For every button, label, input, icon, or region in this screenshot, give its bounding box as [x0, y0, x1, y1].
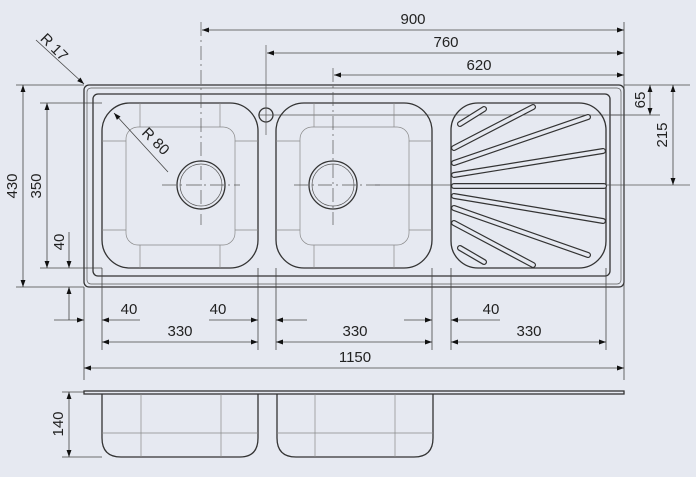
label-620: 620: [466, 57, 491, 74]
label-r80: R 80: [138, 124, 172, 158]
label-40-vertical: 40: [51, 234, 68, 251]
label-330-a: 330: [167, 323, 192, 340]
label-430: 430: [4, 173, 21, 198]
label-r17: R 17: [37, 30, 71, 64]
label-330-b: 330: [342, 323, 367, 340]
label-40-a: 40: [121, 301, 138, 318]
drainer-board: [450, 102, 607, 269]
dimension-lines: [20, 27, 676, 458]
left-bowl: [101, 22, 259, 269]
label-140: 140: [50, 411, 67, 436]
label-760: 760: [433, 34, 458, 51]
label-330-c: 330: [516, 323, 541, 340]
dimension-labels: R 17 R 80 900 760 620 430 350 40 65 215 …: [4, 11, 671, 437]
sink-plan-view: [83, 22, 690, 288]
sink-side-section: [83, 390, 625, 458]
label-40-b: 40: [210, 301, 227, 318]
label-350: 350: [28, 173, 45, 198]
right-bowl: [275, 68, 433, 269]
drain-icon: [308, 160, 358, 210]
label-1150: 1150: [339, 349, 371, 366]
label-215: 215: [654, 122, 671, 147]
extension-lines: [16, 22, 690, 380]
label-65: 65: [632, 92, 649, 109]
label-900: 900: [400, 11, 425, 28]
label-40-c: 40: [483, 301, 500, 318]
